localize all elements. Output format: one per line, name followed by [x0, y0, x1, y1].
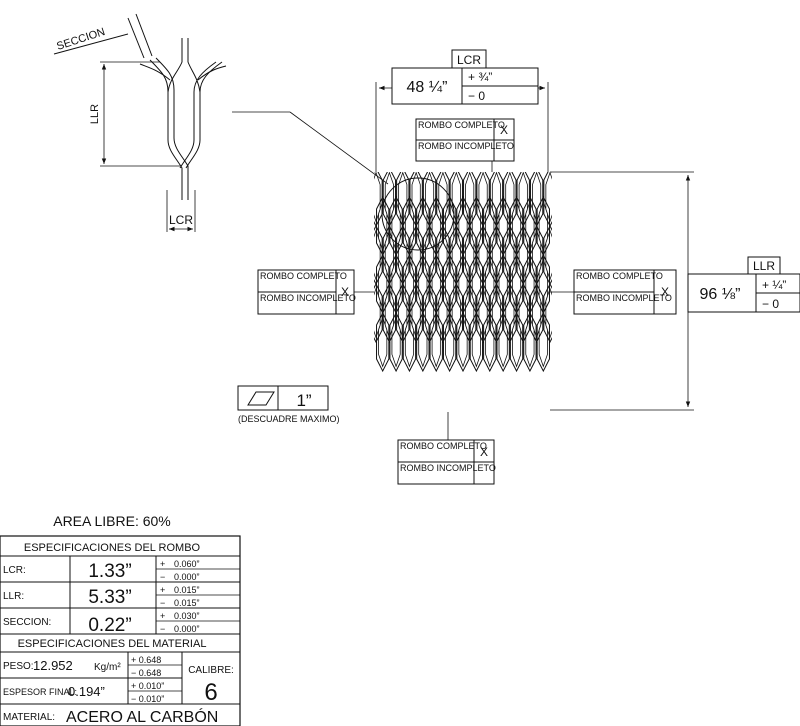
spec-table: ESPECIFICACIONES DEL ROMBO LCR: 1.33” + …: [0, 535, 241, 726]
svg-text:ROMBO COMPLETO: ROMBO COMPLETO: [260, 271, 347, 281]
mesh-inner-strands: [374, 172, 552, 368]
svg-text:ESPESOR FINAL:: ESPESOR FINAL:: [3, 687, 77, 697]
rombo-mark: X: [661, 285, 669, 299]
svg-text:SECCION:: SECCION:: [3, 617, 51, 628]
spec-rombo-header: ESPECIFICACIONES DEL ROMBO: [24, 542, 201, 554]
svg-text:6: 6: [204, 679, 217, 706]
svg-text:0.22”: 0.22”: [88, 615, 131, 636]
right-dim-tag: LLR: [753, 259, 775, 273]
skew-caption: (DESCUADRE MAXIMO): [238, 414, 340, 424]
spec-row-lcr: LCR: 1.33” + 0.060” − 0.000”: [3, 559, 200, 582]
parallelogram-icon: [247, 391, 275, 406]
rombo-mark: X: [480, 445, 488, 459]
svg-text:+ 0.648: + 0.648: [131, 655, 161, 665]
svg-text:−: −: [160, 598, 165, 608]
right-dim-value: 96 ⅛”: [700, 286, 741, 303]
expanded-metal-mesh: [374, 172, 552, 373]
svg-text:Kg/m²: Kg/m²: [94, 662, 121, 673]
svg-text:ROMBO INCOMPLETO: ROMBO INCOMPLETO: [400, 463, 496, 473]
svg-text:LLR:: LLR:: [3, 591, 24, 602]
spec-row-seccion: SECCION: 0.22” + 0.030” − 0.000”: [3, 611, 200, 636]
rombo-mark: X: [500, 123, 508, 137]
spec-espesor: ESPESOR FINAL: 0.194” + 0.010” − 0.010”: [3, 681, 164, 704]
skew-value: 1”: [296, 391, 311, 410]
svg-text:0.015”: 0.015”: [174, 585, 200, 595]
rombo-box-bottom: ROMBO COMPLETO ROMBO INCOMPLETO X: [397, 439, 496, 485]
svg-text:ROMBO COMPLETO: ROMBO COMPLETO: [400, 441, 487, 451]
svg-text:MATERIAL:: MATERIAL:: [3, 712, 55, 723]
detail-diamond: [139, 38, 227, 200]
skew-tolerance: 1” (DESCUADRE MAXIMO): [237, 385, 340, 424]
svg-text:0.000”: 0.000”: [174, 572, 200, 582]
svg-text:+: +: [160, 585, 165, 595]
svg-text:12.952: 12.952: [33, 658, 73, 673]
svg-text:−: −: [160, 624, 165, 634]
spec-calibre: CALIBRE: 6: [188, 665, 234, 706]
rombo-box-top: ROMBO COMPLETO ROMBO INCOMPLETO X: [415, 118, 515, 162]
spec-material-row: MATERIAL: ACERO AL CARBÓN: [3, 707, 218, 726]
spec-material-header: ESPECIFICACIONES DEL MATERIAL: [18, 638, 207, 650]
svg-text:ACERO AL CARBÓN: ACERO AL CARBÓN: [66, 707, 218, 726]
svg-text:PESO:: PESO:: [3, 661, 34, 672]
rombo-box-right: ROMBO COMPLETO ROMBO INCOMPLETO X: [573, 269, 677, 315]
top-dim-tag: LCR: [457, 53, 481, 67]
svg-text:CALIBRE:: CALIBRE:: [188, 665, 234, 676]
spec-row-llr: LLR: 5.33” + 0.015” − 0.015”: [3, 585, 200, 608]
svg-text:1.33”: 1.33”: [88, 561, 131, 582]
svg-text:5.33”: 5.33”: [88, 587, 131, 608]
right-dim-tol-plus: + ¼”: [762, 278, 786, 292]
right-dim-tol-minus: − 0: [762, 297, 779, 311]
svg-text:0.015”: 0.015”: [174, 598, 200, 608]
mesh-outer-strands: [374, 172, 552, 373]
top-dim-tol-minus: − 0: [468, 89, 485, 103]
rombo-mark: X: [341, 285, 349, 299]
svg-text:0.000”: 0.000”: [174, 624, 200, 634]
svg-text:0.060”: 0.060”: [174, 559, 200, 569]
svg-text:ROMBO INCOMPLETO: ROMBO INCOMPLETO: [576, 293, 672, 303]
detail-circle: [381, 177, 455, 251]
top-dim-tol-plus: + ¾”: [468, 70, 492, 84]
right-dimension: LLR 96 ⅛” + ¼” − 0: [550, 171, 800, 411]
svg-text:0.194”: 0.194”: [68, 684, 105, 699]
spec-peso: PESO: 12.952 Kg/m² + 0.648 − 0.648: [3, 655, 161, 678]
rombo-box-left: ROMBO COMPLETO ROMBO INCOMPLETO X: [257, 269, 356, 315]
top-dimension: LCR 48 ¼” + ¾” − 0: [375, 49, 549, 172]
top-dim-value: 48 ¼”: [407, 79, 448, 96]
rombo-incompleto-label: ROMBO INCOMPLETO: [418, 141, 514, 151]
svg-text:+ 0.010”: + 0.010”: [131, 681, 164, 691]
svg-text:ROMBO INCOMPLETO: ROMBO INCOMPLETO: [260, 293, 356, 303]
svg-text:LCR:: LCR:: [3, 565, 26, 576]
svg-text:ROMBO COMPLETO: ROMBO COMPLETO: [576, 271, 663, 281]
svg-text:+: +: [160, 559, 165, 569]
seccion-label: SECCION: [55, 26, 106, 53]
svg-text:−: −: [160, 572, 165, 582]
svg-text:0.030”: 0.030”: [174, 611, 200, 621]
svg-text:+: +: [160, 611, 165, 621]
detail-view: SECCION LLR LCR: [53, 13, 389, 232]
detail-llr-label: LLR: [89, 104, 101, 124]
rombo-completo-label: ROMBO COMPLETO: [418, 120, 505, 130]
detail-lcr-label: LCR: [169, 213, 193, 227]
svg-text:− 0.010”: − 0.010”: [131, 694, 164, 704]
svg-text:− 0.648: − 0.648: [131, 668, 161, 678]
area-libre-text: AREA LIBRE: 60%: [53, 513, 171, 529]
